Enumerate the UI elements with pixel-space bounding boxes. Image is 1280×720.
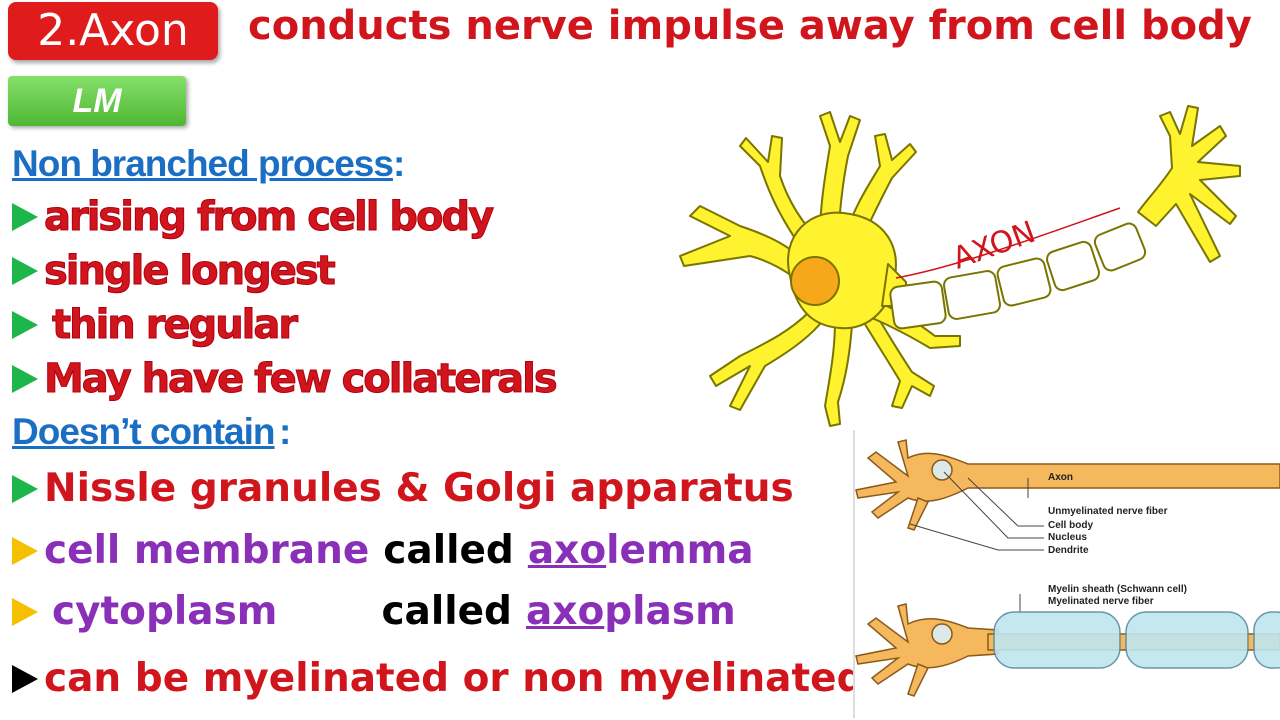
prefix-axo: axo (527, 528, 607, 573)
yellow-triangle-icon (12, 536, 38, 565)
suffix-plasm: plasm (604, 589, 736, 634)
green-triangle-icon (12, 365, 38, 393)
section1-colon: : (392, 143, 406, 184)
label-cell-body: Cell body (1048, 520, 1093, 531)
term-cytoplasm: cytoplasm (52, 589, 278, 634)
green-triangle-icon (12, 311, 38, 339)
label-myelinated: Myelinated nerve fiber (1048, 596, 1154, 607)
label-axon: Axon (1048, 472, 1073, 483)
list-item-text: arising from cell body (43, 194, 494, 241)
list-item: May have few collaterals (12, 356, 559, 403)
suffix-lemma: lemma (606, 528, 754, 573)
label-myelin-sheath: Myelin sheath (Schwann cell) (1048, 584, 1187, 595)
list-item: can be myelinated or non myelinated (12, 656, 865, 701)
label-unmyelinated: Unmyelinated nerve fiber (1048, 506, 1168, 517)
list-item: single longest (12, 248, 337, 295)
headline: conducts nerve impulse away from cell bo… (248, 3, 1252, 49)
axon-terminal (1137, 105, 1241, 263)
prefix-axo: axo (525, 589, 605, 634)
axon-brace (895, 207, 1121, 279)
label-dendrite: Dendrite (1048, 545, 1089, 556)
yellow-triangle-icon (12, 597, 38, 626)
neuron-diagram: AXON (679, 105, 1241, 427)
section2-heading: Doesn’t contain (12, 411, 276, 452)
green-triangle-icon (12, 257, 38, 285)
myelin-segments (889, 222, 1147, 330)
word-called: called (383, 528, 514, 573)
section2-heading-row: Doesn’t contain : (12, 411, 291, 453)
section1-heading-row: Non branched process: (12, 143, 405, 185)
section1-heading: Non branched process (12, 143, 394, 184)
neuron-cell-body (679, 111, 961, 427)
black-triangle-icon (12, 664, 38, 693)
green-triangle-icon (12, 474, 38, 503)
list-item-text: May have few collaterals (44, 356, 559, 403)
unmyelinated-neuron (855, 439, 1280, 531)
list-item: Nissle granules & Golgi apparatus (12, 466, 794, 511)
green-triangle-icon (12, 203, 38, 231)
nucleus-icon (931, 623, 953, 645)
nucleus-icon (790, 256, 840, 306)
myelin-sheath (993, 611, 1280, 669)
list-item: arising from cell body (12, 194, 495, 241)
list-item-text: can be myelinated or non myelinated (44, 656, 865, 701)
section2-colon: : (278, 411, 292, 452)
label-nucleus: Nucleus (1048, 532, 1087, 543)
fiber-diagram: Axon Unmyelinated nerve fiber Cell body … (853, 430, 1280, 718)
term-cell-membrane: cell membrane (44, 528, 370, 573)
section-label-badge: 2.Axon (8, 2, 218, 60)
lm-badge: LM (8, 76, 186, 126)
list-item-text: thin regular (51, 302, 298, 349)
list-item-text: Nissle granules & Golgi apparatus (44, 466, 794, 511)
list-item: thin regular (12, 302, 299, 349)
word-called: called (381, 589, 512, 634)
list-item-text: single longest (44, 248, 337, 295)
